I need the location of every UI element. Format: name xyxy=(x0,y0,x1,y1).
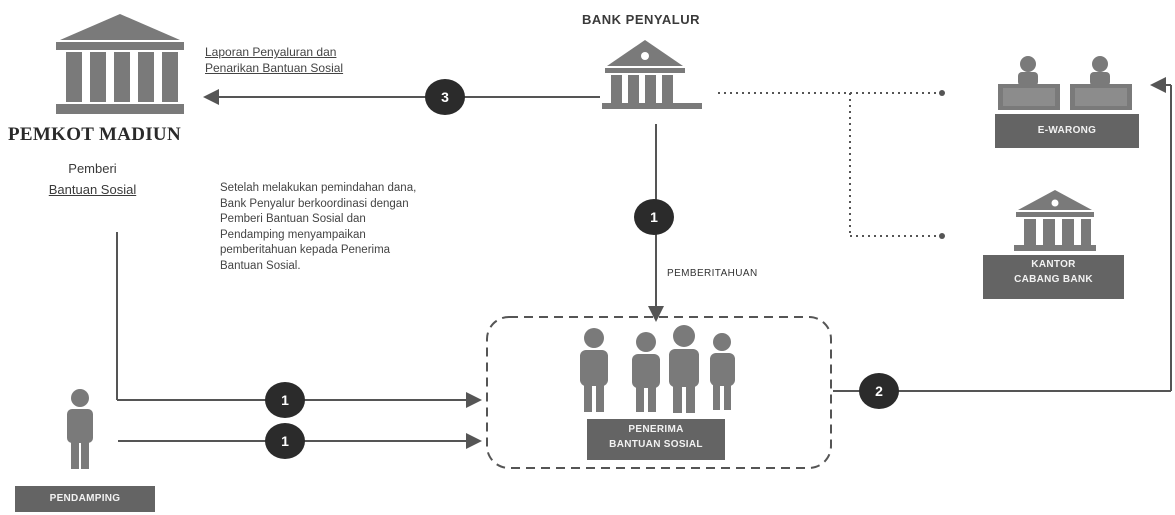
bank-building-icon xyxy=(602,40,702,109)
kantor-cabang-label: KANTOR CABANG BANK xyxy=(983,255,1124,299)
e-warong-vendors-icon xyxy=(998,56,1132,110)
note-line5: pemberitahuan kepada Penerima xyxy=(220,244,391,256)
step-1-pemkot-badge: 1 xyxy=(265,382,305,418)
laporan-caption: Laporan Penyaluran dan Penarikan Bantuan… xyxy=(205,44,343,76)
penerima-line1: PENERIMA xyxy=(628,424,684,435)
note-line4: Pendamping menyampaikan xyxy=(220,228,366,241)
step-2-badge: 2 xyxy=(859,373,899,409)
pemkot-subtitle-line2: Bantuan Sosial xyxy=(48,182,137,197)
kantor-line1: KANTOR xyxy=(1031,259,1076,270)
step-1-pendamping-badge: 1 xyxy=(265,423,305,459)
note-line6: Bantuan Sosial. xyxy=(220,259,301,272)
penerima-label: PENERIMA BANTUAN SOSIAL xyxy=(587,419,725,460)
coordination-note: Setelah melakukan pemindahan dana, Bank … xyxy=(220,181,540,274)
pemkot-building-icon xyxy=(56,14,184,114)
laporan-line1: Laporan Penyaluran dan xyxy=(205,45,337,59)
kantor-building-icon xyxy=(1014,190,1096,251)
step-1-bank-badge: 1 xyxy=(634,199,674,235)
note-line3: Pemberi Bantuan Sosial dan xyxy=(220,213,366,225)
e-warong-label: E-WARONG xyxy=(995,114,1139,148)
laporan-line2: Penarikan Bantuan Sosial xyxy=(205,61,344,75)
bank-title: BANK PENYALUR xyxy=(582,12,700,27)
kantor-line2: CABANG BANK xyxy=(1014,274,1093,285)
pemkot-title: PEMKOT MADIUN xyxy=(8,124,181,145)
note-line2: Bank Penyalur berkoordinasi dengan xyxy=(220,197,409,210)
pemkot-subtitle-line1: Pemberi xyxy=(68,161,117,176)
pemkot-subtitle: Pemberi Bantuan Sosial xyxy=(40,158,145,200)
recipients-group-icon xyxy=(580,325,735,413)
pemberitahuan-label: PEMBERITAHUAN xyxy=(667,268,758,279)
note-line1: Setelah melakukan pemindahan dana, xyxy=(220,182,417,194)
penerima-line2: BANTUAN SOSIAL xyxy=(609,439,703,450)
step-3-badge: 3 xyxy=(425,79,465,115)
pendamping-person-icon xyxy=(67,389,93,469)
pendamping-label: PENDAMPING xyxy=(15,486,155,512)
